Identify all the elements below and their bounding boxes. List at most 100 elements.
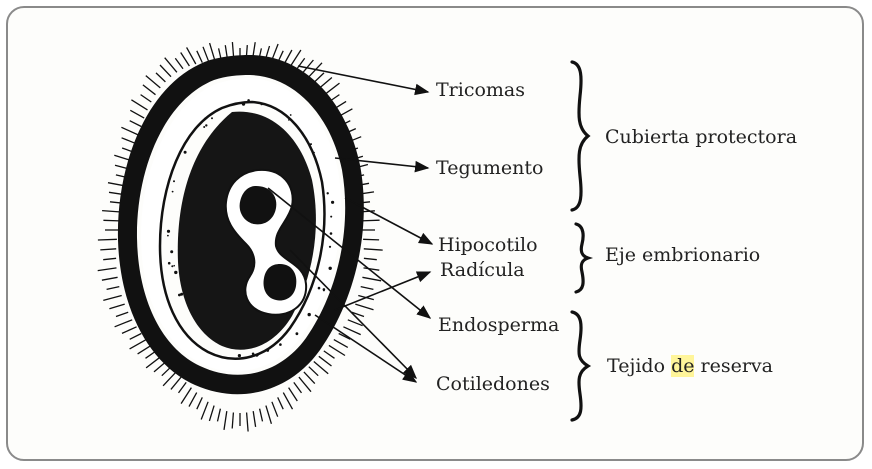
trichome-hair [197,51,203,63]
speckle [327,192,329,194]
speckle [331,201,334,204]
speckle [242,102,245,105]
trichome-hair [309,367,318,376]
trichome-hair [272,402,278,417]
trichome-hair [109,304,124,309]
brace-eje [576,224,588,292]
trichome-hair [121,127,138,135]
trichome-hair [130,110,144,118]
brace-tejido [572,312,588,420]
trichome-hair [291,50,301,66]
group-tejido-highlight: de [671,355,694,377]
speckle [329,246,331,248]
trichome-hair [362,277,381,281]
trichome-hair [364,249,383,250]
cotyledon-upper [240,186,277,224]
trichome-hair [361,287,374,290]
trichome-hair [138,345,152,354]
speckle [170,250,173,253]
label-hipocotilo: Hipocotilo [438,234,538,256]
label-tegumento: Tegumento [436,157,543,179]
trichome-hair [130,121,142,127]
speckle [203,126,205,128]
speckle [204,118,206,120]
speckle [288,119,290,121]
trichome-hair [98,268,117,271]
trichome-hair [278,397,284,409]
trichome-hair [320,78,332,88]
speckle [172,191,174,193]
trichome-hair [156,73,165,82]
speckle [167,230,170,233]
trichome-hair [325,83,340,95]
trichome-hair [364,258,377,259]
trichome-hair [355,304,373,310]
trichome-hair [363,239,379,240]
trichome-hair [232,413,233,429]
speckle [174,271,177,274]
speckle [330,232,333,235]
speckle [296,332,299,335]
trichome-hair [299,377,311,392]
trichome-hair [102,211,121,212]
speckle [173,265,175,267]
trichome-hair [189,393,197,407]
group-tejido-word-3: reserva [694,355,773,377]
trichome-hair [98,239,117,240]
speckle [252,353,255,356]
trichome-hair [324,351,335,358]
trichome-hair [163,372,176,386]
trichome-hair [224,411,227,430]
trichome-hair [266,406,272,424]
trichome-hair [146,76,161,88]
label-tricomas: Tricomas [436,79,525,101]
trichome-hair [103,258,116,259]
trichome-hair [334,340,348,348]
trichome-hair [253,411,255,427]
trichome-hair [284,50,292,64]
speckle [330,216,332,218]
speckle [318,287,321,290]
speckle [313,152,315,154]
trichome-hair [343,327,360,335]
trichome-hair [181,53,190,67]
trichome-hair [141,95,152,102]
speckle [261,103,263,105]
label-radicula: Radícula [440,259,525,281]
trichome-hair [179,382,187,393]
trichome-hair [364,268,380,270]
speckle [279,343,282,346]
label-endosperma: Endosperma [438,314,559,336]
trichome-hair [122,327,137,334]
trichome-hair [203,47,209,62]
speckle [211,117,213,119]
group-tejido-de-reserva: Tejido de reserva [607,355,773,377]
speckle [178,294,181,297]
speckle [184,151,187,154]
trichome-hair [107,287,120,290]
trichome-hair [160,65,171,77]
group-eje-embrionario: Eje embrionario [605,244,760,266]
trichome-hair [103,296,121,301]
trichome-hair [131,100,147,110]
trichome-hair [304,372,315,384]
trichome-hair [247,413,249,432]
group-cubierta-protectora: Cubierta protectora [605,126,797,148]
trichome-hair [116,312,128,316]
trichome-hair [175,58,183,68]
speckle [256,355,258,357]
trichome-hair [181,388,191,404]
trichome-hair [283,393,292,410]
trichome-hair [329,345,345,355]
trichome-hair [260,409,263,422]
trichome-hair [102,277,118,280]
speckle [168,262,171,265]
arrow-cotiledones-2 [315,315,416,382]
trichome-hair [294,382,302,393]
speckle [323,289,325,291]
label-cotiledones: Cotiledones [436,373,550,395]
trichome-hair [289,388,298,401]
speckle [173,180,175,182]
speckle [310,143,312,145]
trichome-hair [303,60,313,72]
